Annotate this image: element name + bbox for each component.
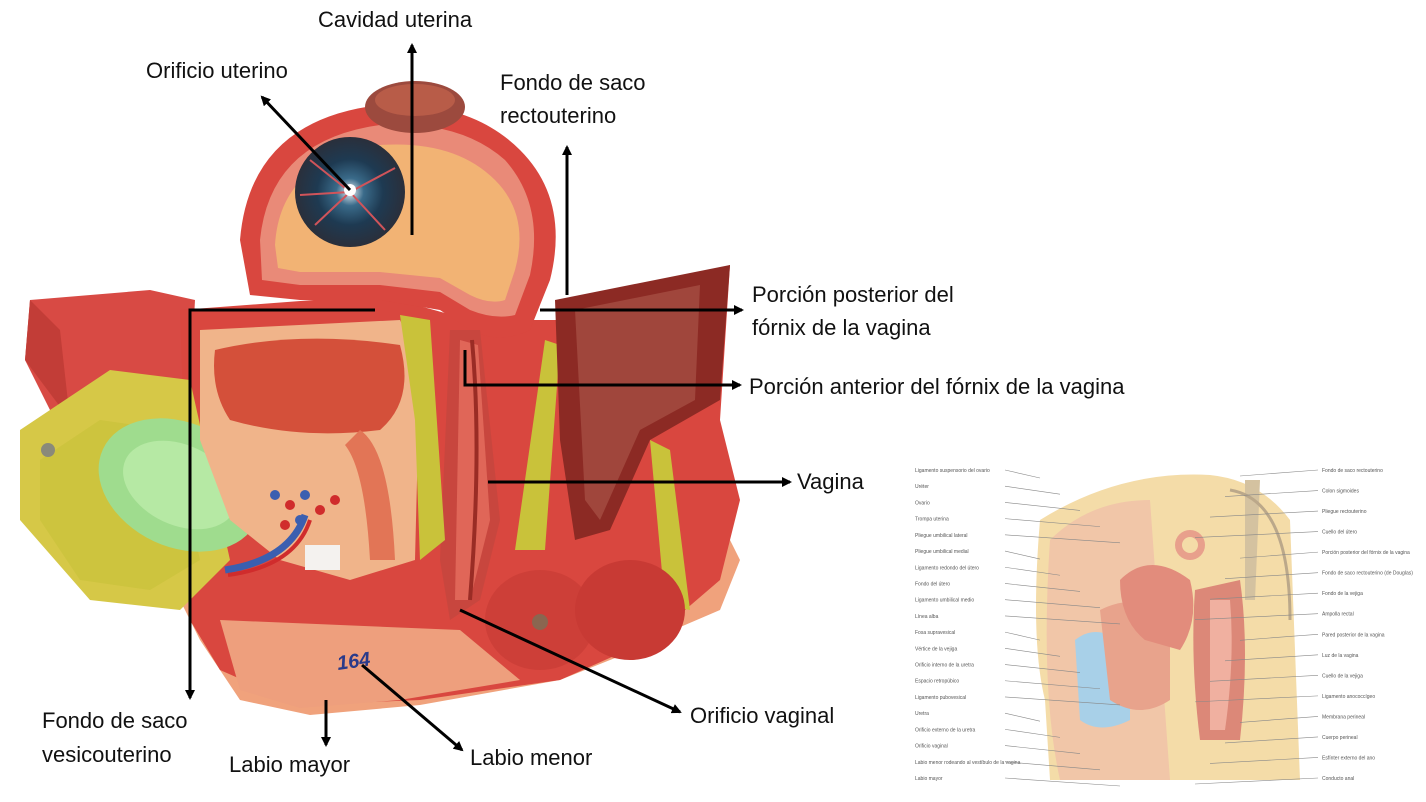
reference-left-label: Uretra (915, 711, 929, 717)
reference-left-label: Labio menor rodeando al vestíbulo de la … (915, 760, 1021, 766)
label-labio-mayor: Labio mayor (229, 750, 350, 780)
reference-right-label: Pliegue rectouterino (1322, 509, 1367, 515)
reference-left-label: Pliegue umbilical lateral (915, 533, 968, 539)
reference-left-label: Trompa uterina (915, 517, 949, 523)
label-vagina: Vagina (797, 467, 864, 497)
reference-right-label: Luz de la vagina (1322, 653, 1359, 659)
model-tag: 164 (336, 649, 372, 675)
reference-right-label: Porción posterior del fórnix de la vagin… (1322, 550, 1410, 556)
reference-left-label: Ligamento suspensorio del ovario (915, 468, 990, 474)
reference-left-label: Orificio externo de la uretra (915, 727, 976, 733)
label-fornix-posterior-1: Porción posterior del (752, 280, 954, 310)
reference-right-label: Ligamento anococcígeo (1322, 694, 1375, 700)
reference-right-label: Cuello del útero (1322, 530, 1357, 536)
label-orificio-vaginal: Orificio vaginal (690, 701, 834, 731)
bladder-lumen (214, 339, 405, 434)
reference-right-label: Cuerpo perineal (1322, 735, 1358, 741)
label-labio-menor: Labio menor (470, 743, 592, 773)
reference-right-label: Conducto anal (1322, 776, 1354, 782)
reference-left-label: Vértice de la vejiga (915, 646, 957, 652)
reference-left-label: Uréter (915, 484, 929, 490)
reference-right-label: Fondo de la vejiga (1322, 591, 1363, 597)
reference-right-label: Esfínter externo del ano (1322, 755, 1375, 761)
reference-left-label: Espacio retropúbico (915, 679, 959, 685)
reference-right-label: Ampolla rectal (1322, 612, 1354, 618)
reference-left-label: Fosa supravesical (915, 630, 955, 636)
reference-left-label: Ligamento umbilical medio (915, 598, 974, 604)
reference-right-label: Cuello de la vejiga (1322, 673, 1363, 679)
white-tag (305, 545, 340, 570)
label-fornix-anterior: Porción anterior del fórnix de la vagina (749, 372, 1124, 402)
reference-left-label: Orificio interno de la uretra (915, 663, 974, 669)
reference-left-label: Ovario (915, 500, 930, 506)
label-fondo-rectouterino-2: rectouterino (500, 101, 616, 131)
pelvis-model (20, 81, 740, 715)
reference-left-label: Orificio vaginal (915, 744, 948, 750)
label-fondo-vesicouterino-1: Fondo de saco (42, 706, 188, 736)
reference-right-label: Fondo de saco rectouterino (de Douglas) (1322, 571, 1413, 577)
reference-left-label: Labio mayor (915, 776, 943, 782)
label-cavidad-uterina: Cavidad uterina (318, 5, 472, 35)
reference-right-label: Pared posterior de la vagina (1322, 632, 1385, 638)
label-fondo-vesicouterino-2: vesicouterino (42, 740, 172, 770)
label-orificio-uterino: Orificio uterino (146, 56, 288, 86)
reference-left-label: Ligamento redondo del útero (915, 565, 979, 571)
reference-right-label: Membrana perineal (1322, 714, 1365, 720)
reference-left-label: Línea alba (915, 614, 939, 620)
reference-right-label: Colon sigmoides (1322, 489, 1359, 495)
label-fondo-rectouterino-1: Fondo de saco (500, 68, 646, 98)
reference-left-label: Ligamento pubovesical (915, 695, 966, 701)
label-fornix-posterior-2: fórnix de la vagina (752, 313, 931, 343)
reference-left-label: Fondo del útero (915, 581, 950, 587)
reference-right-label: Fondo de saco rectouterino (1322, 468, 1383, 474)
reference-left-label: Pliegue umbilical medial (915, 549, 969, 555)
